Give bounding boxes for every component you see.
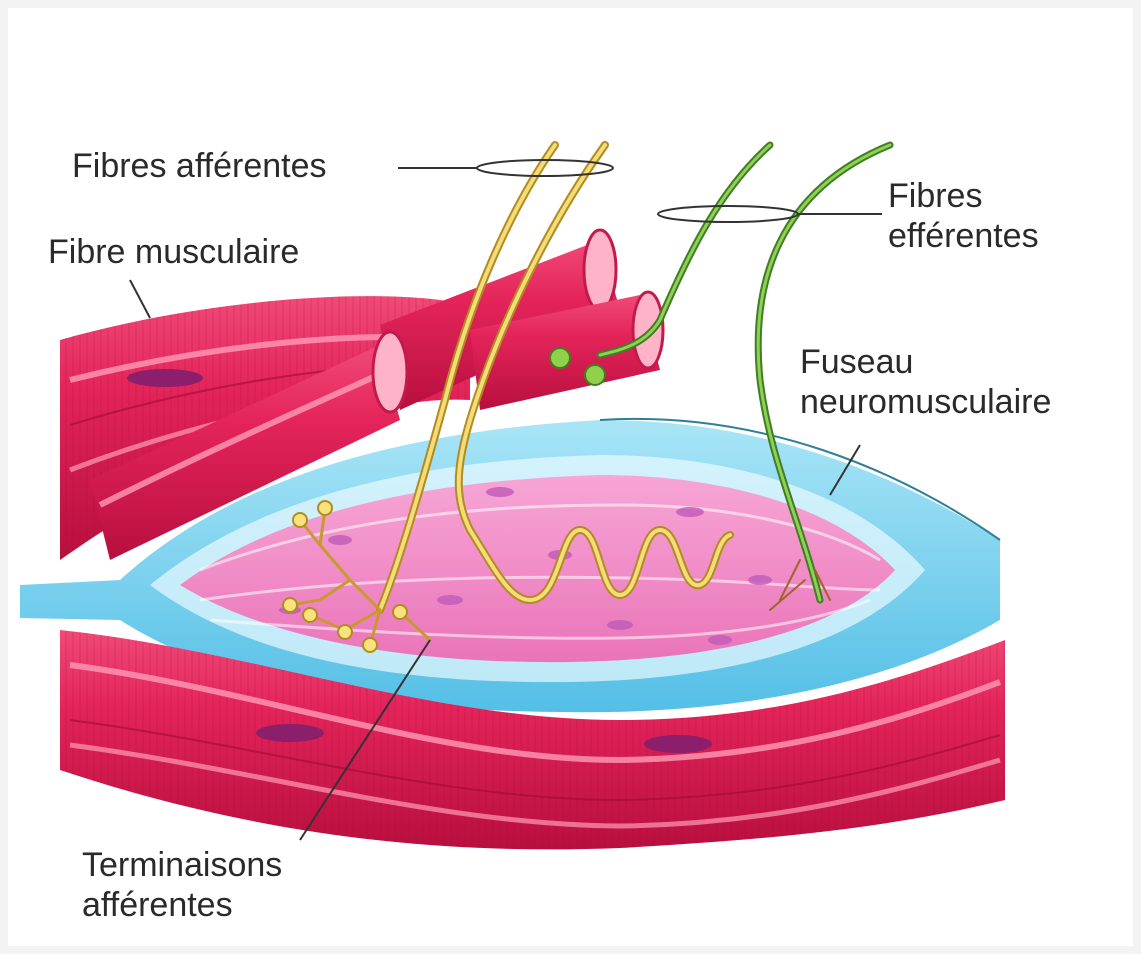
label-efferent-line-1: Fibres bbox=[888, 176, 1039, 216]
label-spindle-line-1: Fuseau bbox=[800, 342, 1051, 382]
fiber-cross-section bbox=[584, 230, 616, 310]
muscle-fiber-leader-line bbox=[130, 280, 150, 318]
label-spindle: Fuseau neuromusculaire bbox=[800, 342, 1051, 422]
nucleus bbox=[256, 724, 324, 742]
label-spindle-line-2: neuromusculaire bbox=[800, 382, 1051, 422]
efferent-bundle-ring bbox=[658, 206, 798, 222]
fiber-cross-section bbox=[373, 332, 407, 412]
nucleus bbox=[127, 369, 203, 387]
label-endings-line-2: afférentes bbox=[82, 885, 282, 925]
label-muscle-fiber: Fibre musculaire bbox=[48, 232, 299, 272]
label-endings-line-1: Terminaisons bbox=[82, 845, 282, 885]
label-efferent-line-2: efférentes bbox=[888, 216, 1039, 256]
label-afferent-fibers: Fibres afférentes bbox=[72, 146, 327, 186]
label-afferent-endings: Terminaisons afférentes bbox=[82, 845, 282, 925]
nucleus bbox=[644, 735, 712, 753]
label-efferent-fibers: Fibres efférentes bbox=[888, 176, 1039, 256]
